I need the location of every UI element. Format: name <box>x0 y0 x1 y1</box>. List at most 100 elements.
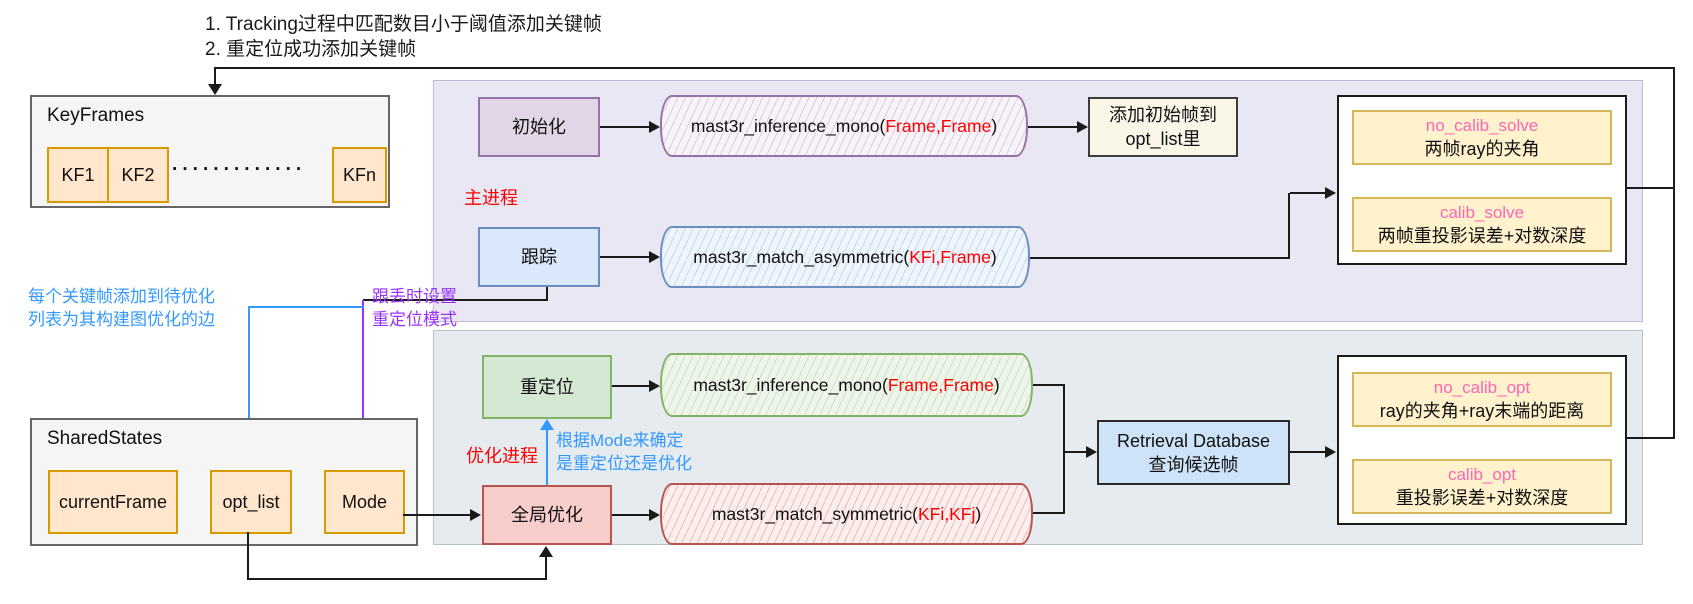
connector-into-retrieval <box>1063 451 1087 453</box>
no-calib-opt-desc: ray的夹角+ray末端的距离 <box>1379 400 1585 421</box>
optlist-annotation-line1: 每个关键帧添加到待优化 <box>28 287 215 306</box>
connector-mode-to-globalopt <box>403 514 471 516</box>
global-optimization-box: 全局优化 <box>482 485 612 545</box>
keyframes-ellipsis: ············· <box>172 159 307 180</box>
optlist-box: opt_list <box>210 470 292 534</box>
connector-track-to-fn <box>600 256 650 258</box>
connector-feedback-right <box>1673 67 1675 439</box>
connector-fn-to-initresult <box>1028 126 1078 128</box>
fn-text-args: Frame,Frame <box>885 115 992 136</box>
main-process-label: 主进程 <box>464 188 518 208</box>
connector-optlist-bottom <box>247 578 547 580</box>
sharedstates-container: SharedStates currentFrame opt_list Mode <box>30 418 418 546</box>
optlist-annotation: 每个关键帧添加到待优化 列表为其构建图优化的边 <box>28 285 215 331</box>
arrowhead-into-keyframes <box>208 84 222 95</box>
relocalization-box: 重定位 <box>482 355 612 419</box>
arrowhead-into-globalopt <box>470 509 481 521</box>
arrowhead-mode-decision <box>540 419 554 430</box>
fn-text-pre: mast3r_inference_mono( <box>693 374 888 395</box>
fn-text-pre: mast3r_inference_mono( <box>690 115 886 136</box>
calib-solve-desc: 两帧重投影误差+对数深度 <box>1377 225 1587 246</box>
fn-text-args: KFi,Frame <box>909 246 991 267</box>
reloc-mode-annotation-line2: 重定位模式 <box>372 310 457 329</box>
keyframe-add-note: 1. Tracking过程中匹配数目小于阈值添加关键帧 2. 重定位成功添加关键… <box>205 12 602 62</box>
no-calib-opt-box: no_calib_opt ray的夹角+ray末端的距离 <box>1352 372 1612 427</box>
fn-text-args: Frame,Frame <box>887 374 994 395</box>
arrowhead-into-optbox <box>1325 446 1336 458</box>
connector-asym-to-solve-h2 <box>1290 192 1326 194</box>
keyframe-add-note-line1: 1. Tracking过程中匹配数目小于阈值添加关键帧 <box>205 14 602 35</box>
init-result-line1: 添加初始帧到 <box>1109 105 1217 125</box>
currentframe-box: currentFrame <box>48 470 178 534</box>
connector-set-mode <box>362 300 364 457</box>
fn-text-args: KFi,KFj <box>917 503 976 524</box>
init-result-box: 添加初始帧到 opt_list里 <box>1088 97 1238 157</box>
connector-feedback-top <box>214 67 1675 69</box>
calib-solve-title: calib_solve <box>1439 202 1525 222</box>
retrieval-line2: 查询候选帧 <box>1148 454 1239 475</box>
reloc-mode-annotation: 跟丢时设置 重定位模式 <box>372 285 457 331</box>
arrowhead-initresult <box>1077 121 1088 133</box>
tracking-box: 跟踪 <box>478 227 600 287</box>
keyframes-title: KeyFrames <box>47 105 145 126</box>
connector-merge-vertical <box>1063 384 1065 514</box>
sharedstates-title: SharedStates <box>47 428 163 449</box>
mode-decision-line2: 是重定位还是优化 <box>556 454 692 473</box>
fn-text-pre: mast3r_match_symmetric( <box>711 503 918 524</box>
retrieval-database-box: Retrieval Database 查询候选帧 <box>1097 420 1290 485</box>
calib-opt-box: calib_opt 重投影误差+对数深度 <box>1352 459 1612 514</box>
keyframe-kfn: KFn <box>332 147 387 203</box>
fn-text-post: ) <box>975 503 982 524</box>
fn-mast3r-match-asymmetric: mast3r_match_asymmetric(KFi,Frame) <box>660 226 1030 288</box>
connector-init-to-fn <box>600 126 650 128</box>
keyframe-add-note-line2: 2. 重定位成功添加关键帧 <box>205 39 417 60</box>
fn-mast3r-inference-mono-init: mast3r_inference_mono(Frame,Frame) <box>660 95 1028 157</box>
connector-track-down <box>546 287 548 301</box>
connector-optlist-up <box>545 556 547 580</box>
fn-text-post: ) <box>991 115 998 136</box>
connector-mode-decision <box>546 429 548 485</box>
no-calib-solve-title: no_calib_solve <box>1425 115 1539 135</box>
arrowhead-into-solve <box>1325 187 1336 199</box>
arrowhead-init-fn <box>649 121 660 133</box>
connector-greencyl-out <box>1033 384 1065 386</box>
calib-solve-box: calib_solve 两帧重投影误差+对数深度 <box>1352 197 1612 252</box>
connector-asym-to-solve-v <box>1288 193 1290 259</box>
arrowhead-reloc-fn <box>649 380 660 392</box>
keyframes-container: KeyFrames KF1 KF2 ············· KFn <box>30 95 390 208</box>
connector-add-optlist-v <box>248 306 250 457</box>
calib-opt-desc: 重投影误差+对数深度 <box>1395 487 1569 508</box>
arrowhead-into-retrieval <box>1086 446 1097 458</box>
arrowhead-into-globalopt-bottom <box>539 546 553 557</box>
calib-opt-title: calib_opt <box>1447 464 1517 484</box>
no-calib-solve-desc: 两帧ray的夹角 <box>1424 138 1540 159</box>
connector-solve-output <box>1627 187 1675 189</box>
connector-globalopt-to-fn <box>612 514 650 516</box>
keyframe-kf1: KF1 <box>47 147 109 203</box>
connector-add-optlist-h <box>248 306 364 308</box>
opt-process-label: 优化进程 <box>466 446 538 466</box>
connector-optlist-down <box>247 532 249 580</box>
connector-track-left <box>363 299 548 301</box>
connector-redcyl-out <box>1033 512 1065 514</box>
arrowhead-track-fn <box>649 251 660 263</box>
fn-mast3r-match-symmetric: mast3r_match_symmetric(KFi,KFj) <box>660 483 1033 545</box>
connector-feedback-drop <box>214 67 216 85</box>
fn-text-post: ) <box>990 246 997 267</box>
connector-asym-to-solve-h <box>1030 257 1290 259</box>
arrowhead-globalopt-fn <box>649 509 660 521</box>
fn-text-pre: mast3r_match_asymmetric( <box>693 246 910 267</box>
retrieval-line1: Retrieval Database <box>1116 430 1271 451</box>
connector-reloc-to-fn <box>612 385 650 387</box>
reloc-mode-annotation-line1: 跟丢时设置 <box>372 287 457 306</box>
mode-box: Mode <box>324 470 405 534</box>
fn-mast3r-inference-mono-reloc: mast3r_inference_mono(Frame,Frame) <box>660 353 1033 417</box>
connector-opt-output <box>1627 437 1675 439</box>
fn-text-post: ) <box>993 374 1000 395</box>
mode-decision-line1: 根据Mode来确定 <box>556 431 684 450</box>
init-box: 初始化 <box>478 97 600 157</box>
keyframe-kf2: KF2 <box>107 147 169 203</box>
no-calib-solve-box: no_calib_solve 两帧ray的夹角 <box>1352 110 1612 165</box>
connector-retrieval-to-opt <box>1290 451 1326 453</box>
optlist-annotation-line2: 列表为其构建图优化的边 <box>28 310 215 329</box>
